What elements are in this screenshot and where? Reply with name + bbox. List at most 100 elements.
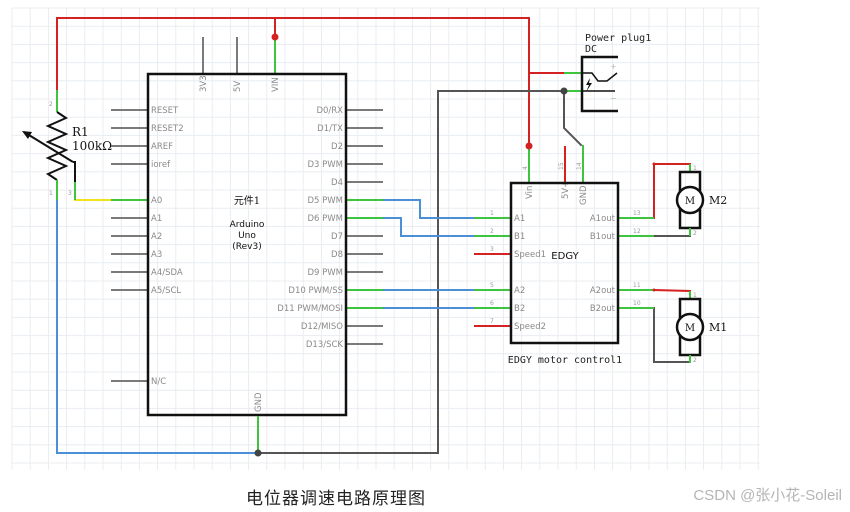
background-grid	[11, 7, 760, 470]
edgy-pin-number: 13	[633, 210, 641, 217]
edgy-body	[509, 181, 620, 345]
plug-ref: Power plug1	[585, 33, 651, 44]
arduino-pin-label: D0/RX	[316, 106, 343, 116]
signal-wire-d5-a1[interactable]	[382, 199, 475, 219]
arduino-pin-label-vin: VIN	[271, 77, 281, 92]
edgy-pin-number: 10	[633, 300, 641, 307]
edgy-pin-number: 3	[490, 246, 494, 253]
plug-type: DC	[585, 44, 597, 55]
arduino-pin-label: A2	[151, 232, 162, 242]
edgy-pin-label: Speed2	[514, 322, 546, 332]
motor-circle-icon	[675, 312, 705, 342]
arduino-pin-label: A1	[151, 214, 162, 224]
arduino-pin-label: A4/SDA	[151, 268, 183, 278]
arduino-pin-label: D12/MISO	[301, 322, 343, 332]
diagram-caption: 电位器调速电路原理图	[246, 489, 426, 509]
arduino-pin-label: D8	[331, 250, 343, 260]
edgy-pin-label: A1	[514, 214, 525, 224]
motor-pin-1: 1	[693, 292, 697, 299]
motor-wire-a2out[interactable]	[652, 288, 692, 293]
arduino-pin-label: D3 PWM	[307, 160, 343, 170]
edgy-pin-number: 1	[490, 210, 494, 217]
plug-body	[580, 55, 618, 113]
arduino-pin-label: RESET2	[151, 124, 184, 134]
edgy-pin-number: 6	[490, 300, 494, 307]
arduino-pin-label: D1/TX	[317, 124, 343, 134]
pot-value-label: 100kΩ	[72, 139, 112, 153]
arduino-pin-label-3v3: 3V3	[199, 75, 209, 92]
edgy-pin-number: 4	[522, 166, 529, 170]
arduino-pin-label: D4	[331, 178, 343, 188]
pot-pin-3: 3	[68, 190, 72, 197]
power-plug-dc[interactable]: + − Power plug1 DC	[564, 33, 651, 113]
edgy-pin-label: GND	[579, 185, 589, 205]
edgy-pin-number: 11	[633, 282, 641, 289]
motor-wire-b2out[interactable]	[653, 307, 691, 363]
watermark: CSDN @张小花-Soleil	[693, 487, 842, 504]
signal-wire-pot-ground[interactable]	[56, 199, 259, 454]
motor-pin-2: 2	[693, 230, 697, 237]
arduino-pin-label: ioref	[151, 160, 171, 170]
arduino-pin-label-5v: 5V	[233, 81, 243, 92]
pot-ref-label: R1	[72, 125, 89, 139]
edgy-pin-number: 12	[633, 228, 641, 235]
edgy-pin-number: 14	[576, 162, 583, 170]
motor-pin-1: 1	[693, 165, 697, 172]
arduino-pin-label: D11 PWM/MOSI	[277, 304, 343, 314]
edgy-pin-number: 2	[490, 228, 494, 235]
motor-ref: M1	[709, 321, 727, 334]
edgy-pin-number: 5	[490, 282, 494, 289]
arduino-pin-label: RESET	[151, 106, 179, 116]
plug-plus: +	[610, 62, 617, 71]
edgy-pin-label: B2	[514, 304, 525, 314]
arduino-ref: 元件1	[234, 195, 260, 207]
motor-ref: M2	[709, 194, 727, 207]
edgy-pin-label: A2	[514, 286, 525, 296]
edgy-pin-number: 7	[490, 318, 494, 325]
edgy-pin-number: 15	[558, 162, 565, 170]
arduino-pin-label: A3	[151, 250, 162, 260]
edgy-pin-label: Vin	[525, 186, 535, 199]
lightning-icon	[586, 78, 592, 92]
wires	[56, 17, 692, 454]
potentiometer-r1[interactable]: 2 1 3 R1 100kΩ	[22, 90, 112, 200]
edgy-title: EDGY	[551, 251, 579, 262]
arduino-pin-label: D13/SCK	[306, 340, 344, 350]
arduino-name-1: Arduino	[230, 220, 265, 230]
power-wire-top-rail[interactable]	[56, 17, 530, 147]
arduino-name-2: Uno	[238, 231, 256, 241]
arduino-pin-label: D7	[331, 232, 343, 242]
ground-wire-plug[interactable]	[437, 90, 565, 454]
edgy-pin-label: A1out	[590, 214, 616, 224]
arduino-pin-label: D9 PWM	[307, 268, 343, 278]
pot-pin-1: 1	[49, 190, 53, 197]
arduino-pin-label-gnd: GND	[254, 392, 264, 412]
arduino-pin-label: A5/SCL	[151, 286, 181, 296]
arrow-head-icon	[22, 131, 32, 139]
arduino-pin-label: D5 PWM	[307, 196, 343, 206]
arduino-name-3: (Rev3)	[232, 242, 261, 252]
arduino-pin-label: AREF	[151, 142, 173, 152]
resistor-zigzag	[45, 111, 69, 181]
arduino-body	[146, 72, 348, 417]
wiper-arrow	[23, 131, 74, 163]
arduino-pin-label: D6 PWM	[307, 214, 343, 224]
arduino-pin-label: D2	[331, 142, 343, 152]
motor-symbol: M	[685, 196, 695, 207]
edgy-pin-label: Speed1	[514, 250, 546, 260]
motor-pin-2: 2	[693, 357, 697, 364]
edgy-pin-label: 5V+	[561, 181, 571, 199]
edgy-pin-label: B1out	[590, 232, 616, 242]
arduino-pin-label: A0	[151, 196, 162, 206]
arduino-pin-label: D10 PWM/SS	[288, 286, 343, 296]
arduino-pin-label: N/C	[151, 377, 166, 387]
signal-wire-d6-b1[interactable]	[382, 217, 475, 237]
ground-wire-edgy-gnd[interactable]	[563, 90, 583, 147]
motor-m2[interactable]: M 1 2 M2	[675, 164, 727, 237]
motor-symbol: M	[685, 323, 695, 334]
motor-circle-icon	[675, 185, 705, 215]
